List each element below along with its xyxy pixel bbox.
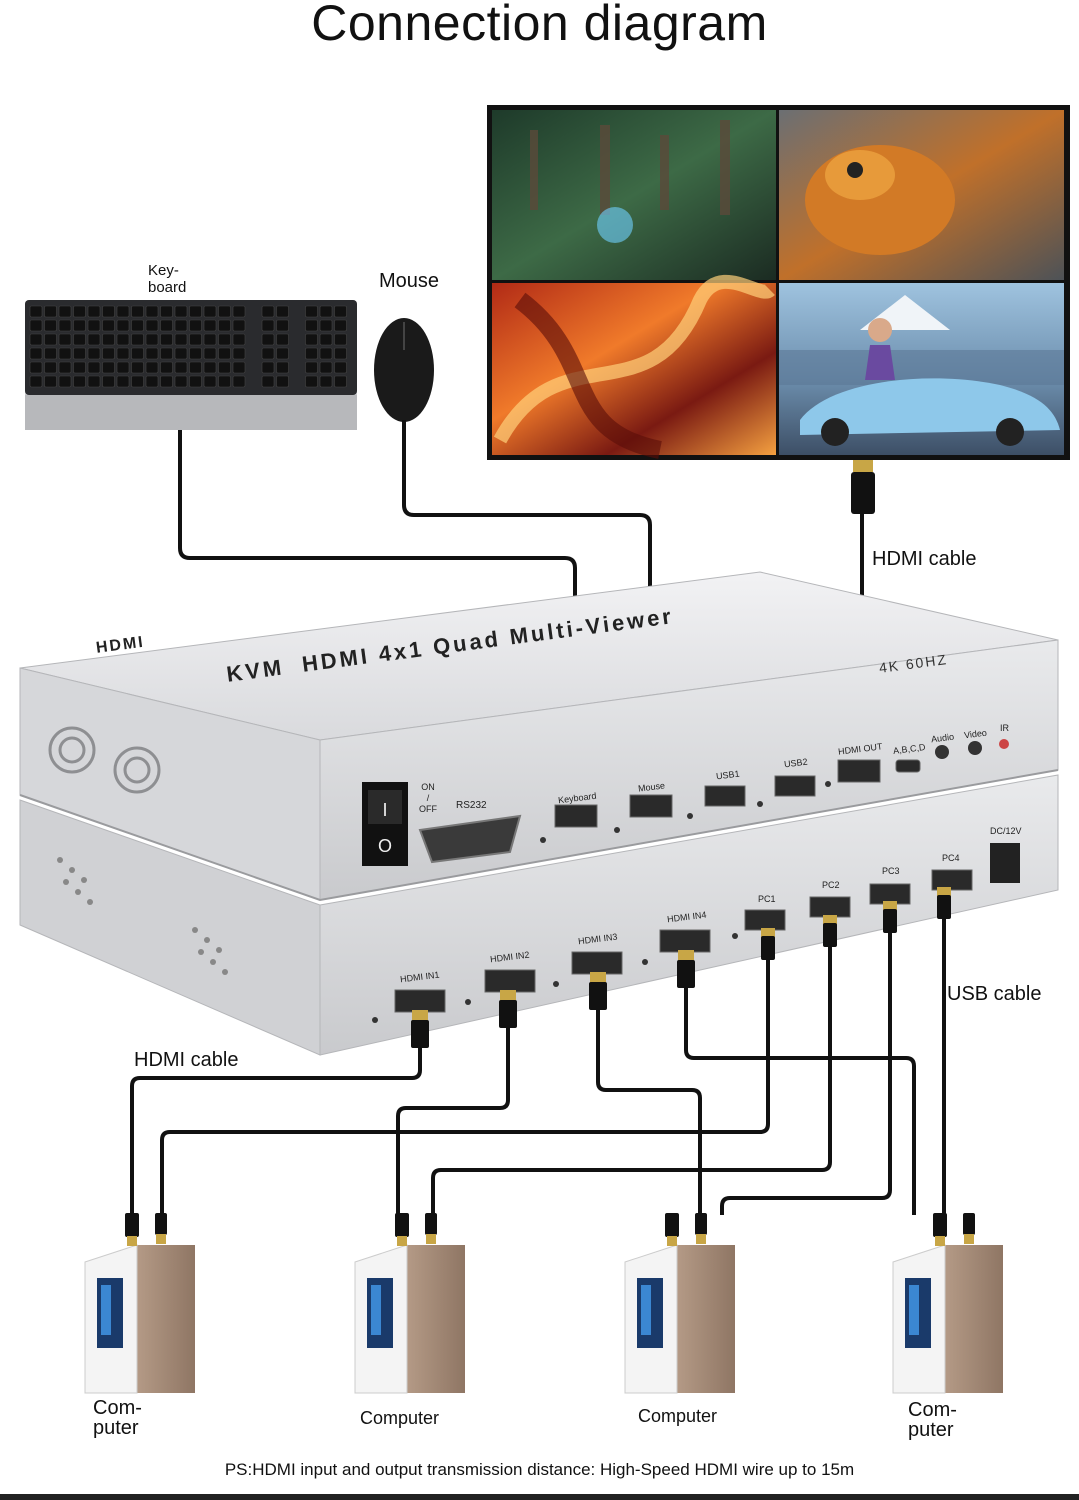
port-ir-label: IR [1000, 723, 1009, 733]
bottom-border [0, 1494, 1079, 1500]
hdmi-cable-label-bottom: HDMI cable [134, 1049, 239, 1071]
hdmi-cable-label-top: HDMI cable [872, 548, 977, 570]
pc1-port-label: PC1 [758, 894, 776, 904]
pc3-port-label: PC3 [882, 866, 900, 876]
computer-label-2: Computer [360, 1408, 440, 1428]
mouse-label: Mouse [379, 270, 440, 292]
pc2-port-label: PC2 [822, 880, 840, 890]
computer-label-1: Com- puter [93, 1397, 142, 1439]
computer-tower-2 [354, 1213, 465, 1394]
footnote: PS:HDMI input and output transmission di… [224, 1460, 855, 1479]
pc4-port-label: PC4 [942, 853, 960, 863]
computer-label-4: Com- puter [908, 1399, 957, 1441]
lower-cables [130, 894, 946, 1215]
monitor [487, 105, 1070, 460]
hdmi-plug-monitor [851, 460, 875, 514]
computer-tower-4 [892, 1213, 1003, 1394]
svg-text:I: I [382, 800, 387, 820]
keyboard [25, 300, 357, 430]
svg-text:O: O [378, 836, 392, 856]
switch-label: ON / OFF [419, 782, 437, 814]
page-title: Connection diagram [311, 0, 768, 51]
rs232-label: RS232 [456, 800, 487, 811]
computer-label-3: Computer [638, 1406, 718, 1426]
mouse [374, 318, 434, 422]
computer-tower-3 [624, 1213, 735, 1394]
keyboard-label: Key- board [148, 262, 187, 296]
usb-cable-label: USB cable [947, 983, 1042, 1005]
kvm-device: I O [19, 571, 1059, 1056]
computer-tower-1 [84, 1213, 195, 1394]
dc-label: DC/12V [990, 826, 1022, 836]
